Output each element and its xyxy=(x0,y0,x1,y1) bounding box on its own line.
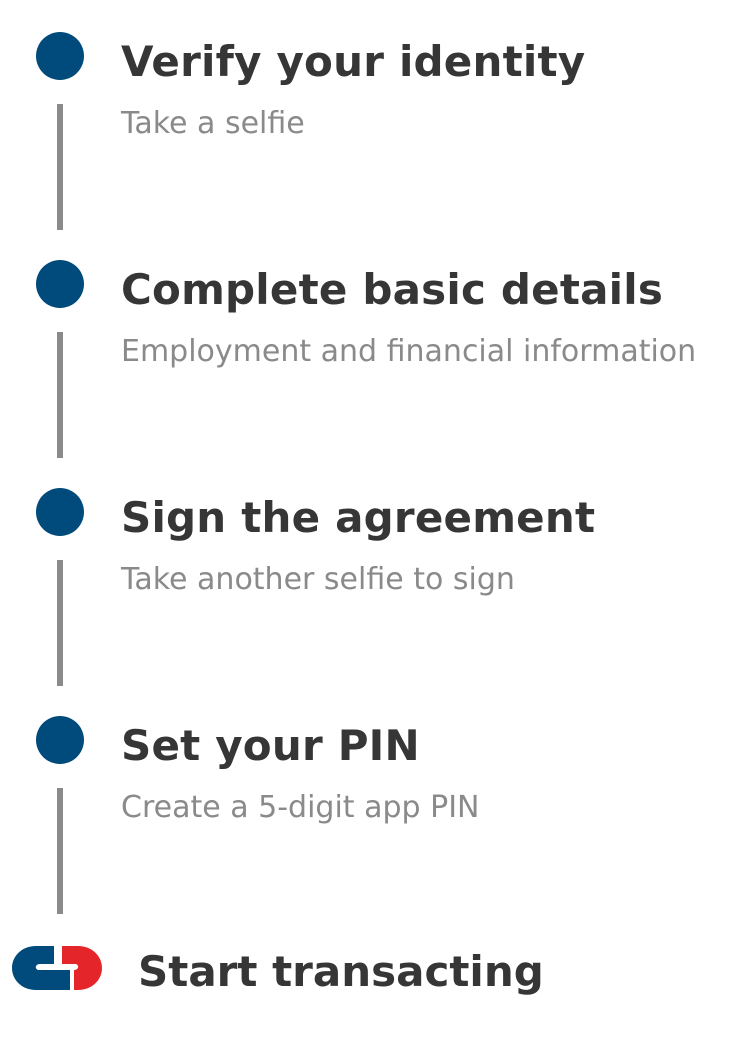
step-title: Verify your identity xyxy=(121,37,586,86)
step-title: Complete basic details xyxy=(121,265,664,314)
step-set-pin: Set your PIN Create a 5-digit app PIN xyxy=(0,684,756,914)
step-subtitle: Take a selfie xyxy=(121,106,305,141)
final-step-title: Start transacting xyxy=(138,947,544,996)
step-connector xyxy=(57,332,63,458)
step-sign-agreement: Sign the agreement Take another selfie t… xyxy=(0,456,756,686)
step-subtitle: Take another selfie to sign xyxy=(121,562,515,597)
step-connector xyxy=(57,788,63,914)
step-title: Set your PIN xyxy=(121,721,420,770)
circle-marker-icon xyxy=(36,32,84,80)
step-connector xyxy=(57,104,63,230)
step-title: Sign the agreement xyxy=(121,493,596,542)
circle-marker-icon xyxy=(36,488,84,536)
circle-marker-icon xyxy=(36,716,84,764)
step-start-transacting: Start transacting xyxy=(0,930,756,1030)
step-subtitle: Create a 5-digit app PIN xyxy=(121,790,480,825)
circle-marker-icon xyxy=(36,260,84,308)
step-connector xyxy=(57,560,63,686)
bank-logo-icon xyxy=(12,946,102,990)
step-subtitle: Employment and financial information xyxy=(121,334,697,369)
step-basic-details: Complete basic details Employment and fi… xyxy=(0,228,756,458)
step-verify-identity: Verify your identity Take a selfie xyxy=(0,0,756,230)
